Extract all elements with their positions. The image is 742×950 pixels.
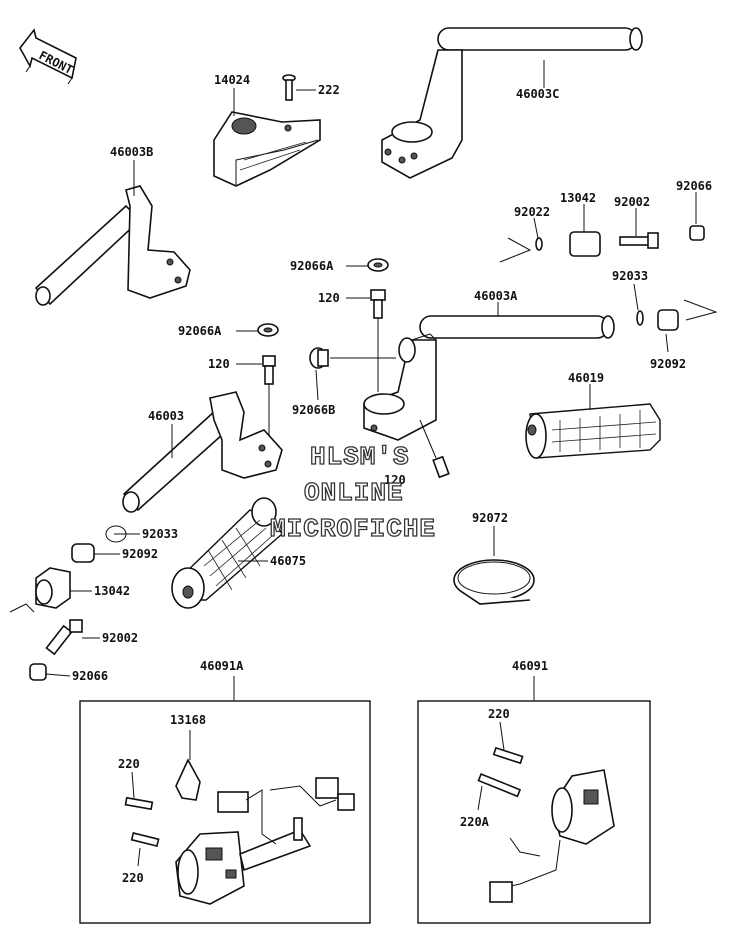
band-92072 <box>453 559 535 605</box>
plug-92066-left <box>29 663 47 681</box>
label-120-top: 120 <box>318 291 340 305</box>
box-46091 <box>417 700 651 924</box>
handlebar-46003c <box>381 27 643 179</box>
label-222: 222 <box>318 83 340 97</box>
bolt-92002-left <box>45 619 83 656</box>
label-92066b: 92066B <box>292 403 335 417</box>
watermark-line-1: HLSM'S <box>310 442 410 472</box>
label-92092-right: 92092 <box>650 357 686 371</box>
bolt-220-b <box>130 832 160 848</box>
collar-13042-left <box>35 567 71 609</box>
label-92022: 92022 <box>514 205 550 219</box>
label-220-b: 220 <box>122 871 144 885</box>
handlebar-46003 <box>122 391 283 513</box>
label-46003c: 46003C <box>516 87 559 101</box>
label-46075: 46075 <box>270 554 306 568</box>
watermark-line-2: ONLINE <box>304 478 404 508</box>
label-92072: 92072 <box>472 511 508 525</box>
plug-92092-left <box>71 543 95 563</box>
grip-46019 <box>525 403 661 459</box>
label-46019: 46019 <box>568 371 604 385</box>
label-13042-left: 13042 <box>94 584 130 598</box>
clip-92033-right <box>636 310 644 326</box>
label-46091a: 46091A <box>200 659 244 673</box>
label-46003b: 46003B <box>110 145 153 159</box>
label-220a: 220A <box>460 815 490 829</box>
label-92033-right: 92033 <box>612 269 648 283</box>
watermark: HLSM'S ONLINE MICROFICHE <box>269 441 436 544</box>
watermark-line-3: MICROFICHE <box>270 514 436 544</box>
label-46003: 46003 <box>148 409 184 423</box>
plug-92066b <box>309 347 396 369</box>
label-46003a: 46003A <box>474 289 518 303</box>
label-46091: 46091 <box>512 659 548 673</box>
label-92002-top: 92002 <box>614 195 650 209</box>
grip-46075 <box>171 497 283 609</box>
plug-92092-right <box>657 299 718 331</box>
label-92002-left: 92002 <box>102 631 138 645</box>
bolt-220a <box>477 773 522 798</box>
label-13042-top: 13042 <box>560 191 596 205</box>
leader-lines <box>45 60 697 867</box>
label-220-a: 220 <box>118 757 140 771</box>
bolt-120-mid <box>419 419 450 479</box>
top-group <box>499 225 705 263</box>
label-220-c: 220 <box>488 707 510 721</box>
handlebar-46003a <box>363 315 615 441</box>
label-92066a-left: 92066A <box>178 324 222 338</box>
box-46091a <box>79 700 371 924</box>
front-arrow-icon: FRONT <box>19 28 77 85</box>
bracket-14024 <box>213 111 321 187</box>
bolt-220-c <box>492 746 524 765</box>
bolt-120-left <box>262 355 276 440</box>
screw-222 <box>282 74 296 101</box>
label-13168: 13168 <box>170 713 206 727</box>
label-14024: 14024 <box>214 73 250 87</box>
label-92066-left: 92066 <box>72 669 108 683</box>
bolt-220-a <box>124 796 154 811</box>
part-labels: 14024 222 46003C 46003B 92022 13042 9200… <box>72 73 712 885</box>
bolt-120-top <box>370 289 386 392</box>
handlebar-46003b <box>34 185 191 306</box>
label-120-left: 120 <box>208 357 230 371</box>
label-92092-left: 92092 <box>122 547 158 561</box>
switch-46091a <box>175 758 355 905</box>
label-92066a-top: 92066A <box>290 259 334 273</box>
label-92033-left: 92033 <box>142 527 178 541</box>
label-120-mid: 120 <box>384 473 406 487</box>
label-92066-top: 92066 <box>676 179 712 193</box>
switch-46091 <box>489 769 615 903</box>
